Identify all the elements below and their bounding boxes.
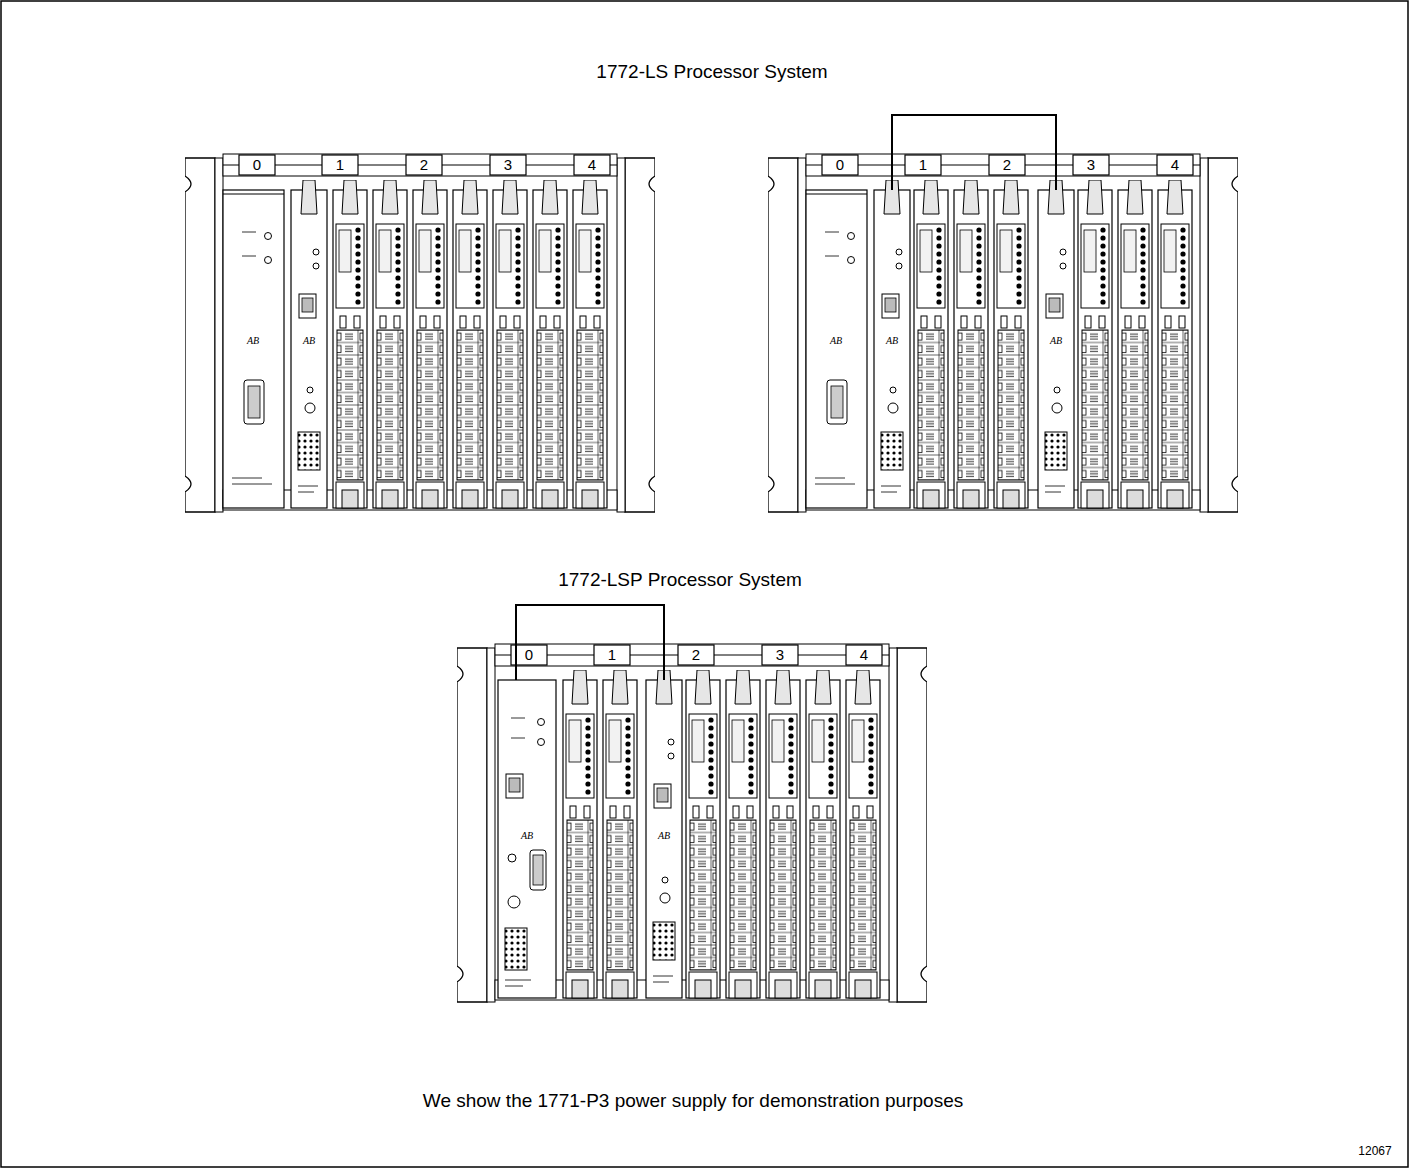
io-module	[573, 180, 607, 508]
slot-number: 2	[692, 647, 700, 664]
brand-logo: AB	[247, 335, 259, 346]
io-module	[563, 670, 597, 998]
slot-number: 1	[336, 157, 344, 174]
chassis	[185, 154, 655, 512]
power-supply	[806, 190, 867, 508]
io-module	[1078, 180, 1112, 508]
io-module	[686, 670, 720, 998]
slot-number: 4	[860, 647, 868, 664]
io-module	[533, 180, 567, 508]
slot-number: 4	[1171, 157, 1179, 174]
adapter-module	[1038, 180, 1074, 508]
brand-logo: AB	[886, 335, 898, 346]
io-module	[726, 670, 760, 998]
io-module	[603, 670, 637, 998]
figure-caption: We show the 1771-P3 power supply for dem…	[423, 1091, 963, 1112]
system-heading: 1772-LSP Processor System	[558, 570, 802, 591]
interconnect-cable	[516, 605, 664, 680]
io-module	[766, 670, 800, 998]
slot-number: 2	[420, 157, 428, 174]
slot-number: 3	[1087, 157, 1095, 174]
slot-number: 3	[504, 157, 512, 174]
brand-logo: AB	[658, 830, 670, 841]
io-module	[413, 180, 447, 508]
io-module	[333, 180, 367, 508]
interconnect-cable	[892, 115, 1056, 190]
module-node: AB	[497, 680, 557, 998]
chassis	[768, 154, 1238, 512]
module-node: AB	[873, 190, 911, 508]
io-module	[1118, 180, 1152, 508]
chassis-ls-adapter	[768, 154, 1238, 512]
io-module	[453, 180, 487, 508]
module-node: AB	[645, 680, 683, 998]
slot-number: 0	[836, 157, 844, 174]
processor-module	[291, 180, 327, 508]
io-module	[954, 180, 988, 508]
slot-number: 1	[608, 647, 616, 664]
slot-number: 0	[525, 647, 533, 664]
brand-logo: AB	[830, 335, 842, 346]
io-module	[493, 180, 527, 508]
chassis	[457, 644, 927, 1002]
slot-number: 1	[919, 157, 927, 174]
io-module	[1158, 180, 1192, 508]
adapter-module	[646, 670, 682, 998]
io-module	[373, 180, 407, 508]
slot-number: 0	[253, 157, 261, 174]
brand-logo: AB	[521, 830, 533, 841]
slot-number: 4	[588, 157, 596, 174]
slot-number: 2	[1003, 157, 1011, 174]
processor-module	[874, 180, 910, 508]
io-module	[994, 180, 1028, 508]
io-module	[914, 180, 948, 508]
io-module	[806, 670, 840, 998]
power-supply	[223, 190, 284, 508]
io-module	[846, 670, 880, 998]
brand-logo: AB	[303, 335, 315, 346]
figure-number: 12067	[1358, 1145, 1391, 1158]
slot-number: 3	[776, 647, 784, 664]
brand-logo: AB	[1050, 335, 1062, 346]
chassis-ls-single	[185, 154, 655, 512]
lsp-processor	[498, 680, 556, 998]
chassis-lsp	[457, 644, 927, 1002]
module-node: AB	[1037, 190, 1075, 508]
system-heading: 1772-LS Processor System	[596, 62, 827, 83]
